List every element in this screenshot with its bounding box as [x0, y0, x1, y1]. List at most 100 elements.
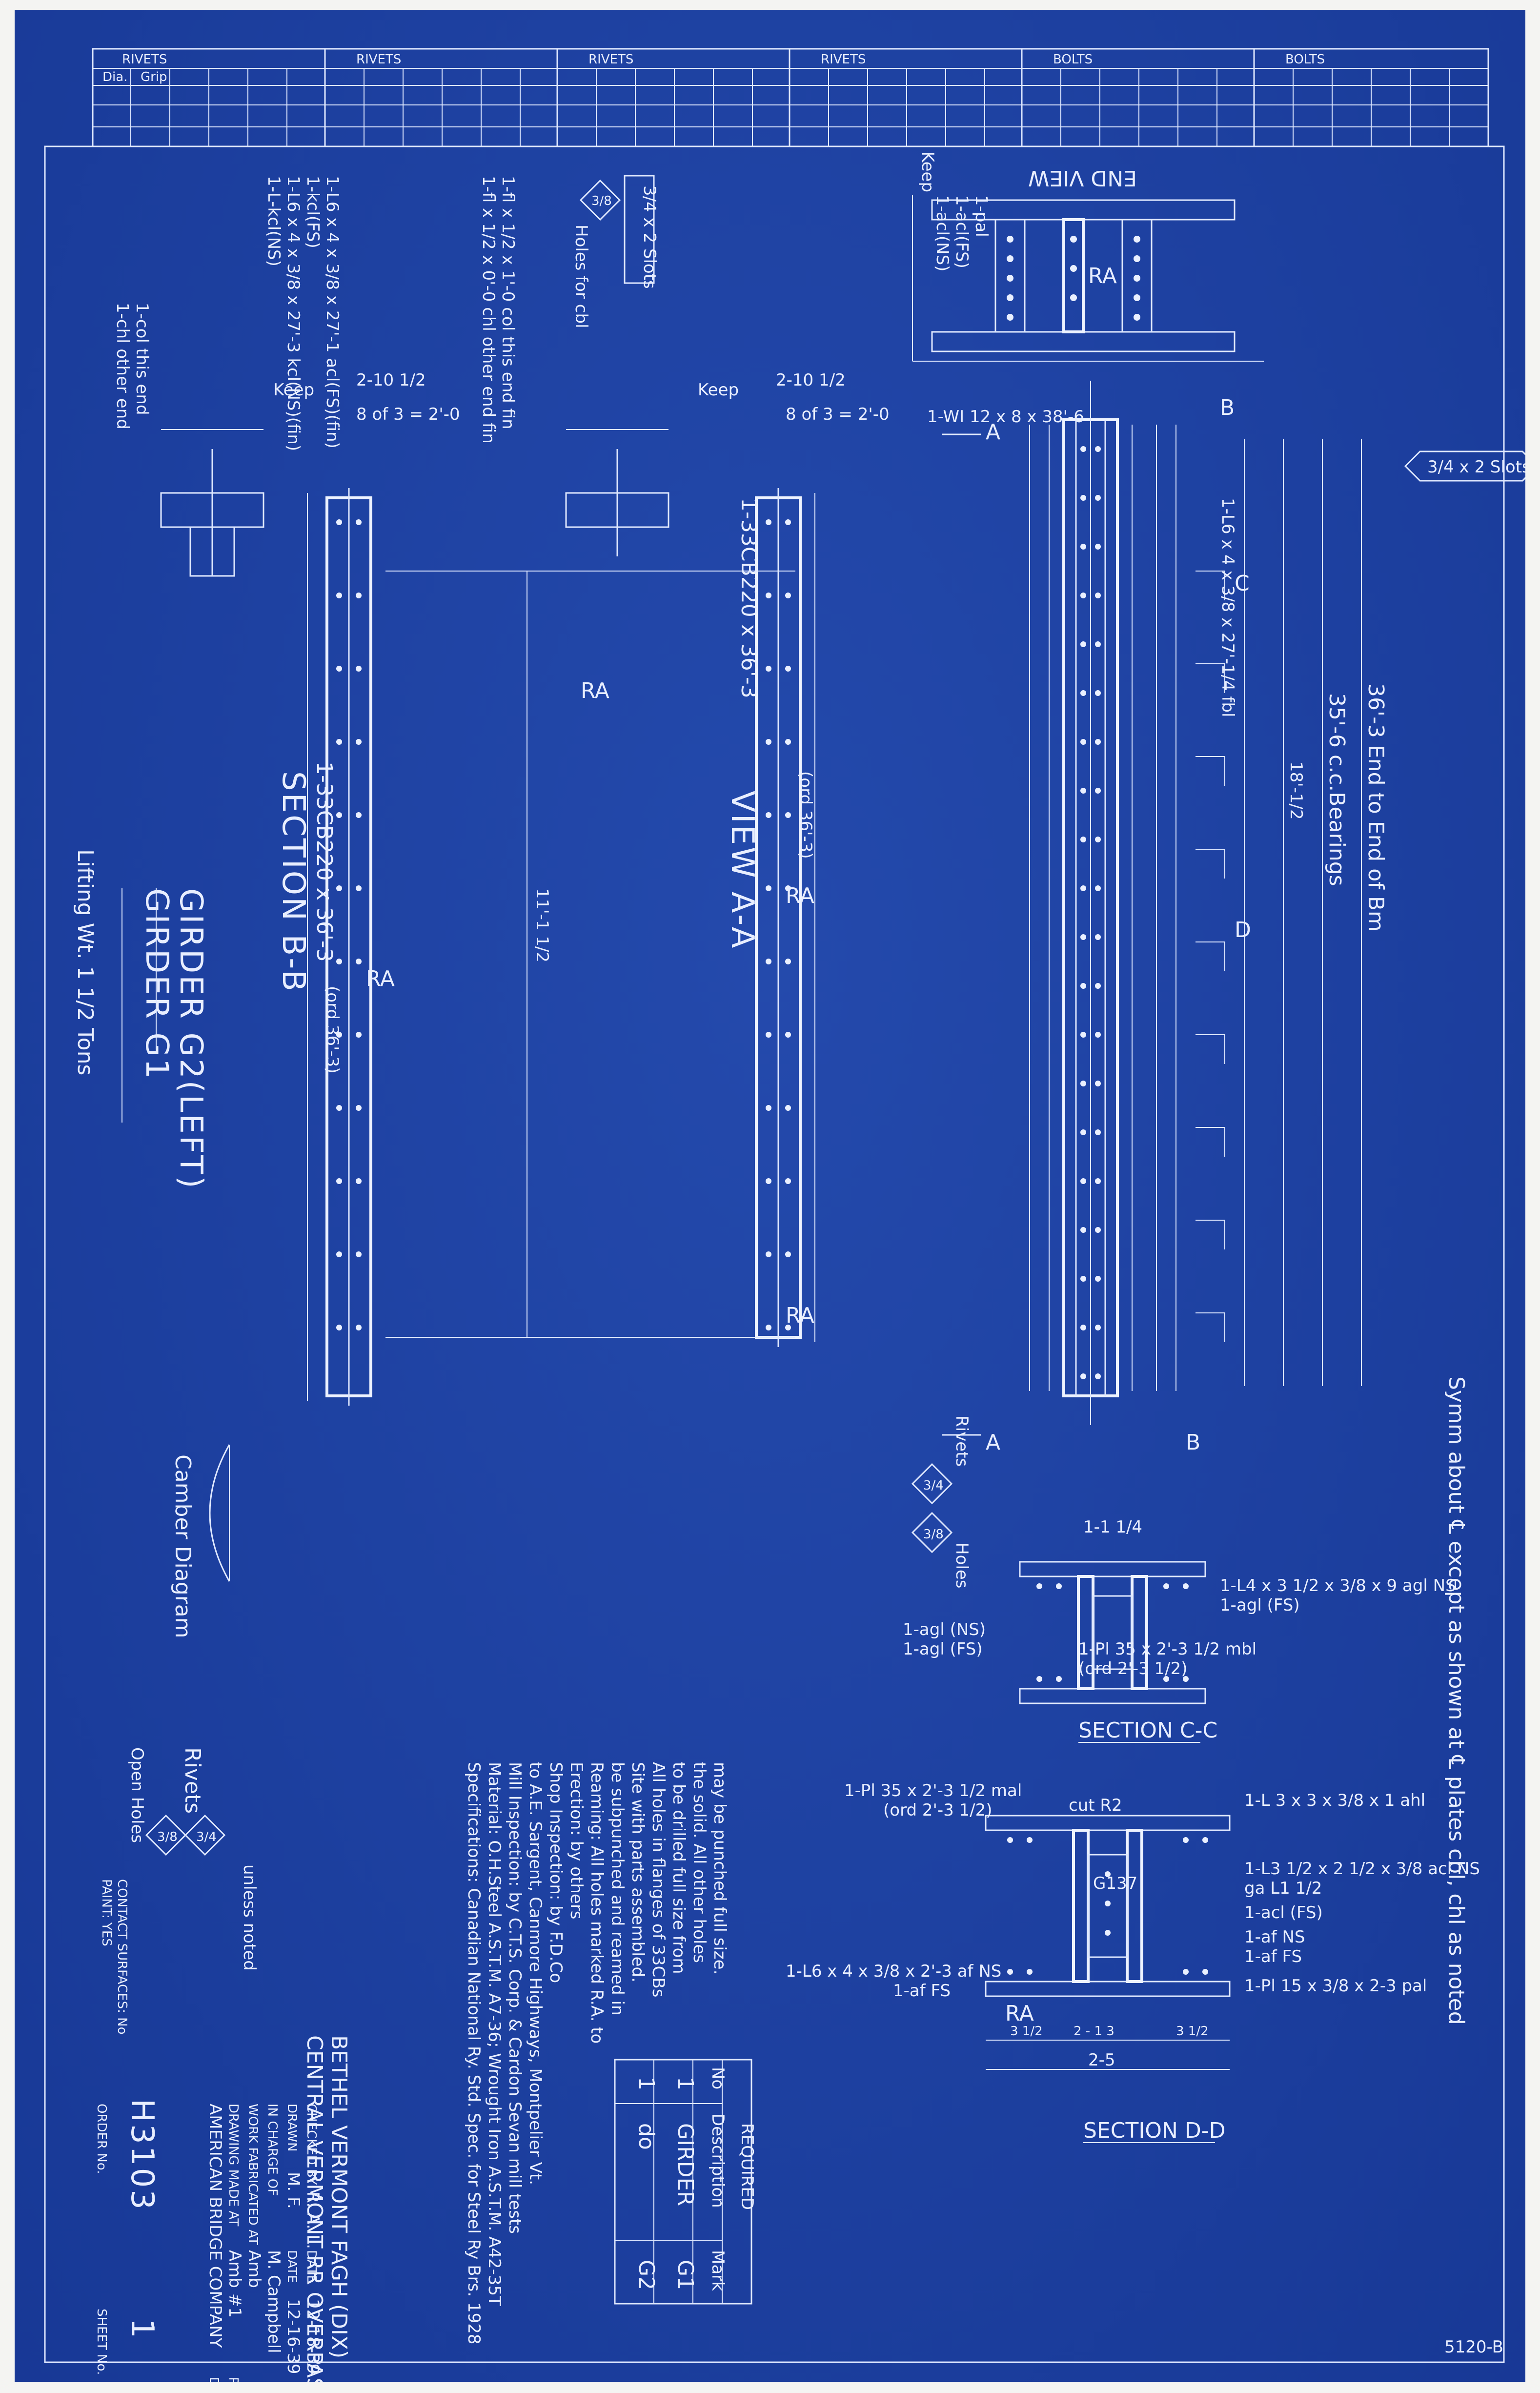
spec-line-13: may be punched full size.	[710, 1762, 729, 1975]
section-dd-note-13: 1-af FS	[893, 1981, 951, 2001]
rivets-center-tag-2: 3/8	[923, 1527, 944, 1542]
rivet-legend: Rivets 3/8 3/4 Open Holes unless noted	[127, 1747, 259, 1971]
view-aa-pitch: 8 of 3 = 2'-0	[786, 405, 890, 424]
end-view-note-3: 1-acl(NS)	[932, 195, 952, 271]
lifting-weight: Lifting Wt. 1 1/2 Tons	[73, 849, 98, 1075]
section-bb-ra-2: RA	[366, 966, 395, 991]
spec-line-9: Site with parts assembled.	[628, 1762, 648, 1983]
required-row1-desc: GIRDER	[673, 2123, 698, 2206]
section-bb-note: (ord 36'-3)	[323, 986, 342, 1074]
label-date-1: DATE	[284, 2250, 299, 2283]
left-note-2: 1-kcl(FS)	[303, 176, 323, 248]
rivet-legend-tag-1: 3/8	[157, 1830, 178, 1844]
section-mark-d: D	[1235, 918, 1251, 942]
section-cc-note-3: 1-agl (NS)	[903, 1620, 986, 1639]
left-note-1: 1-L6 x 4 x 3/8 x 27'-1 acl(FS)(fin)	[323, 176, 342, 449]
paint-note: PAINT: YES CONTACT SURFACES: No	[99, 1879, 129, 2035]
required-header-desc: Description	[708, 2113, 728, 2208]
section-bb-title: SECTION B-B	[275, 771, 311, 993]
drawn-by: M. F.	[284, 2172, 303, 2209]
rivet-legend-open: Open Holes	[127, 1747, 147, 1843]
symmetry-note: Symm about ℄ except as shown at ℄ plates…	[1444, 1376, 1469, 2025]
label-date-2: DATE	[304, 2250, 319, 2283]
section-dd-title: SECTION D-D	[1083, 2118, 1225, 2143]
section-bb-rivets	[336, 519, 362, 1330]
section-bb-keep: Keep	[273, 380, 314, 400]
svg-text:3/4 x 2 Slots: 3/4 x 2 Slots	[1427, 457, 1525, 477]
header-group-4: RIVETS	[821, 52, 866, 67]
slots-box	[624, 175, 655, 284]
title-block: CENTRAL VERMONT RR OVERPASS BETHEL VERMO…	[94, 2035, 351, 2382]
required-row1-no: 1	[673, 2077, 698, 2090]
spec-line-4: to A.E. Sargent, Canmore Highways, Montp…	[526, 1762, 545, 2185]
corner-mark: 5120-B	[1444, 2337, 1503, 2357]
header-group-3: RIVETS	[588, 52, 633, 67]
overall-length-dim: 36'-3 End to End of Bm	[1363, 683, 1388, 932]
label-work-fab: WORK FABRICATED AT	[245, 2104, 260, 2245]
blueprint-drawing: RIVETS RIVETS RIVETS RIVETS BOLTS BOLTS …	[44, 48, 1525, 2382]
label-drawn: DRAWN	[284, 2104, 299, 2152]
label-plant: PLANT	[226, 2377, 241, 2382]
header-subhead-grip: Grip	[141, 70, 167, 84]
section-dd-note-2: (ord 2'-3 1/2)	[883, 1800, 993, 1820]
section-dd-note-5: G137	[1093, 1874, 1137, 1893]
spec-line-8: be subpunched and reamed in	[608, 1762, 627, 2016]
work-fabricated-at: Amb	[244, 2250, 264, 2288]
label-drawing-made: DRAWING MADE AT	[226, 2104, 241, 2226]
end-view-rivets	[1007, 236, 1140, 321]
paint-line-2: CONTACT SURFACES: No	[115, 1879, 129, 2035]
section-dd-ra: RA	[1005, 2001, 1034, 2026]
end-view-keep: Keep	[918, 151, 937, 192]
sheet-number: 1	[124, 2318, 160, 2340]
section-bb: SECTION B-B 1-33CB220 x 36'-3 (ord 36'-3…	[160, 370, 795, 1406]
label-sheet: SHEET No.	[94, 2309, 109, 2375]
drawing-made-at: Amb #1	[225, 2250, 244, 2318]
header-group-5: BOLTS	[1053, 52, 1093, 67]
end-view: END VIEW 1-pal 1-acl(FS) 1-acl(NS) Keep …	[912, 151, 1264, 362]
view-aa-ra: RA	[786, 883, 814, 908]
section-cc-note-2: 1-agl (FS)	[1220, 1595, 1300, 1615]
holes-tag: 3/8	[579, 179, 621, 221]
section-bb-pitch: 8 of 3 = 2'-0	[356, 405, 460, 424]
view-aa-title: VIEW A-A	[724, 791, 760, 950]
section-cc-title: SECTION C-C	[1078, 1718, 1217, 1743]
rivets-center: 3/4 3/8 Rivets Holes	[911, 1415, 972, 1588]
chl-note: 1-chl other end	[113, 303, 132, 430]
required-row2-mark: G2	[634, 2260, 659, 2290]
label-division: DIVISION	[206, 2377, 221, 2382]
company-name: AMERICAN BRIDGE COMPANY	[205, 2104, 225, 2348]
section-cc-note-5: 1-Pl 35 x 2'-3 1/2 mbl	[1078, 1639, 1256, 1659]
project-line-1: CENTRAL VERMONT RR OVERPASS	[302, 2035, 327, 2382]
date-2: 12-18-39	[303, 2299, 323, 2374]
checked-by: R. A. L.	[303, 2191, 323, 2249]
section-mark-a-bottom: A	[986, 1430, 1000, 1455]
section-dd-dim-bottom: 2-5	[1088, 2050, 1115, 2070]
required-row2-no: 1	[634, 2077, 659, 2090]
section-bb-dim: 2-10 1/2	[356, 370, 426, 390]
spec-line-12: the solid. All other holes	[689, 1762, 709, 1963]
section-bb-member: 1-33CB220 x 36'-3	[312, 761, 337, 962]
section-cc: SECTION C-C 1-L4 x 3 1/2 x 3/8 x 9 agl N…	[903, 1517, 1456, 1743]
section-bb-span: 11'-1 1/2	[532, 888, 552, 962]
in-charge-of: M. Campbell	[264, 2250, 284, 2353]
svg-text:3/8: 3/8	[591, 194, 612, 208]
end-view-title: END VIEW	[1028, 165, 1137, 190]
section-dd-note-4: 1-L 3 x 3 x 3/8 x 1 ahl	[1244, 1791, 1425, 1810]
section-dd-note-9: 1-af NS	[1244, 1927, 1305, 1947]
girder-title-g2: GIRDER G2(LEFT)	[173, 888, 209, 1190]
view-aa-dim: 2-10 1/2	[776, 370, 846, 390]
section-cc-dim: 1-1 1/4	[1083, 1517, 1142, 1537]
bearings-dim: 35'-6 c.c.Bearings	[1324, 693, 1349, 886]
section-cc-note-1: 1-L4 x 3 1/2 x 3/8 x 9 agl NS	[1220, 1576, 1456, 1595]
left-slots-label: 3/4 x 2 Slots	[640, 185, 659, 289]
girder-title: GIRDER G1 GIRDER G2(LEFT) Lifting Wt. 1 …	[73, 849, 209, 1190]
blueprint-sheet: RIVETS RIVETS RIVETS RIVETS BOLTS BOLTS …	[15, 10, 1525, 2382]
elevation-rivets	[1080, 446, 1101, 1379]
project-line-2: BETHEL VERMONT FAGH (DIX)	[326, 2035, 351, 2358]
spec-line-2: Material: O.H.Steel A.S.T.M. A7-36; Wrou…	[485, 1762, 504, 2306]
svg-text:Symm about ℄ except as shown a: Symm about ℄ except as shown at ℄ plates…	[1444, 1376, 1469, 2025]
header-group-6: BOLTS	[1285, 52, 1325, 67]
view-aa: VIEW A-A 1-33CB220 x 36'-3 (ord 36'-3) K…	[565, 370, 890, 1347]
section-cc-note-4: 1-agl (FS)	[903, 1639, 983, 1659]
label-in-charge: IN CHARGE OF	[265, 2104, 280, 2196]
